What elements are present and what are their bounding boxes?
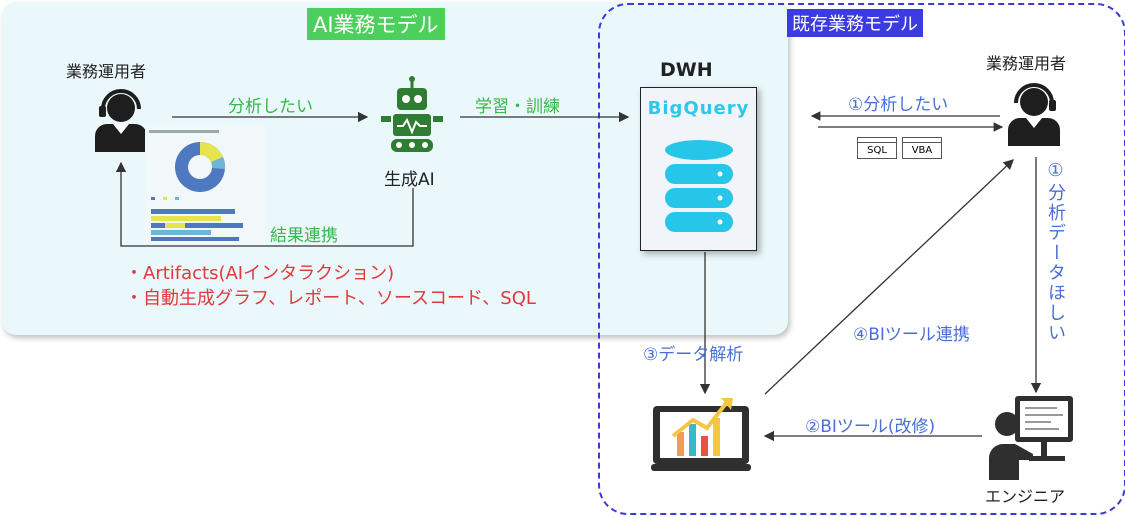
label-want-analyze-numbered: ①分析したい bbox=[848, 95, 949, 115]
bigquery-label: BigQuery bbox=[647, 98, 750, 119]
legacy-model-title: 既存業務モデル bbox=[787, 9, 923, 37]
operator-right-label: 業務運用者 bbox=[986, 54, 1067, 73]
label-result-link: 結果連携 bbox=[270, 226, 338, 246]
note-artifacts: ・Artifacts(AIインタラクション) bbox=[125, 263, 395, 284]
engineer-computer-icon bbox=[989, 396, 1073, 480]
sql-file-icon: SQL bbox=[857, 137, 897, 159]
arrow-result-link bbox=[115, 161, 414, 247]
label-data-wanted: ①分析データほしい bbox=[1045, 160, 1066, 343]
operator-left-label: 業務運用者 bbox=[66, 62, 147, 81]
robot-icon bbox=[381, 76, 443, 152]
dwh-label: DWH bbox=[660, 59, 713, 81]
label-bi-link: ④BIツール連携 bbox=[853, 325, 970, 345]
label-bi-modify: ②BIツール(改修) bbox=[805, 417, 936, 437]
engineer-label: エンジニア bbox=[985, 487, 1066, 506]
dashboard-thumbnail bbox=[145, 125, 265, 245]
ai-model-title: AI業務モデル bbox=[307, 8, 445, 40]
label-want-analyze: 分析したい bbox=[228, 97, 313, 117]
dwh-box: BigQuery bbox=[640, 87, 757, 251]
headset-operator-icon bbox=[95, 89, 147, 152]
vba-file-icon: VBA bbox=[902, 137, 942, 159]
database-icon bbox=[665, 140, 733, 232]
label-data-analysis: ③データ解析 bbox=[643, 345, 744, 365]
note-autogen: ・自動生成グラフ、レポート、ソースコード、SQL bbox=[125, 288, 536, 309]
generative-ai-label: 生成AI bbox=[384, 170, 435, 190]
headset-operator-icon bbox=[1008, 83, 1060, 146]
arrow-bi-link bbox=[764, 159, 1014, 395]
label-learn-train: 学習・訓練 bbox=[475, 97, 560, 117]
bar-chart-monitor-icon bbox=[651, 398, 751, 471]
